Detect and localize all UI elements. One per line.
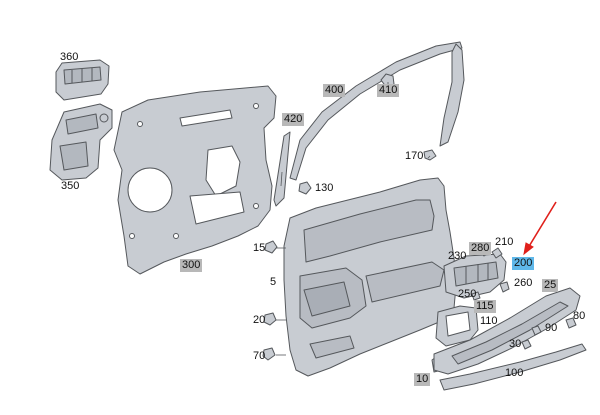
part-20-clip — [263, 312, 277, 326]
part-25-armrest — [433, 287, 581, 375]
leader-lines — [276, 82, 431, 356]
part-300-insulation-sheet — [113, 85, 277, 275]
callout-400: 400 — [323, 84, 346, 97]
callout-280: 280 — [469, 242, 492, 255]
callout-20: 20 — [253, 314, 266, 326]
part-260-fastener — [499, 281, 510, 293]
part-30-fastener — [521, 339, 532, 350]
callout-250: 250 — [458, 288, 477, 300]
callout-115: 115 — [474, 300, 496, 313]
part-130-fastener — [298, 181, 312, 195]
part-250-fastener — [471, 291, 481, 301]
callout-15: 15 — [253, 242, 266, 254]
callout-5: 5 — [270, 276, 277, 288]
callout-30: 30 — [509, 338, 522, 350]
callout-70: 70 — [253, 350, 266, 362]
part-350-bracket — [49, 103, 113, 181]
part-420-seal-strip — [273, 131, 291, 207]
part-170-clip — [423, 149, 437, 161]
callout-90: 90 — [545, 322, 558, 334]
part-90-fastener — [531, 325, 542, 336]
callout-360: 360 — [60, 51, 79, 63]
part-100-sill-trim — [439, 343, 587, 391]
callout-80: 80 — [573, 310, 586, 322]
part-400-window-trim — [289, 41, 465, 181]
part-210-clip — [491, 247, 503, 259]
callout-110: 110 — [480, 315, 498, 327]
pointer-arrow — [523, 201, 557, 256]
callout-100: 100 — [505, 367, 524, 379]
callout-350: 350 — [61, 180, 80, 192]
callout-130: 130 — [315, 182, 334, 194]
callout-410: 410 — [377, 84, 400, 97]
part-70-clip — [262, 347, 276, 361]
callout-300: 300 — [180, 259, 203, 272]
part-200-switch-panel — [443, 253, 507, 299]
part-80-fastener — [565, 317, 577, 329]
callout-170: 170 — [405, 150, 424, 162]
callout-230: 230 — [448, 250, 467, 262]
callout-25: 25 — [542, 279, 559, 292]
callout-10: 10 — [414, 373, 431, 386]
part-110-switch-bezel — [435, 305, 479, 347]
callout-420: 420 — [282, 113, 305, 126]
part-5-door-panel — [283, 177, 457, 377]
callout-260: 260 — [514, 277, 533, 289]
callout-200[interactable]: 200 — [512, 257, 535, 270]
callout-210: 210 — [495, 236, 514, 248]
part-15-clip — [264, 240, 278, 254]
part-360-switch-housing — [55, 59, 110, 101]
